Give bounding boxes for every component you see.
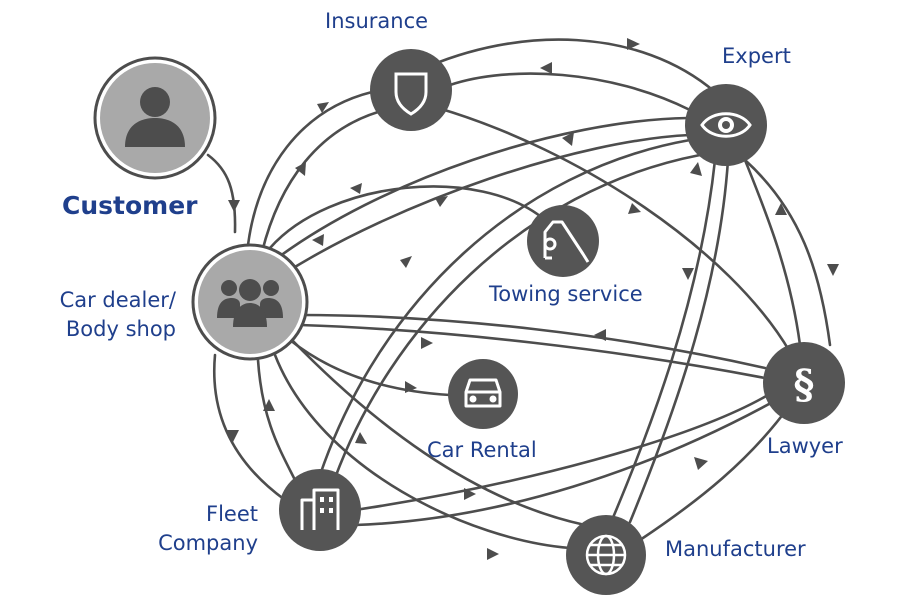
label-manufacturer: Manufacturer [665,537,806,561]
edge-dealer-lawyer [298,313,767,370]
node-dealer[interactable] [191,243,309,361]
label-expert: Expert [722,44,791,68]
node-fleet[interactable] [279,469,361,551]
edge-expert-fleet-1 [318,138,692,477]
arrow [295,162,306,176]
label-dealer: Car dealer/ Body shop [59,288,176,342]
edge-expert-lawyer-1 [743,158,832,347]
paragraph-icon: § [794,361,815,408]
node-rental[interactable] [448,359,518,429]
label-towing: Towing service [489,282,643,306]
arrow [405,381,417,393]
edge-dealer-fleet-1 [213,353,287,502]
arrow [350,183,362,194]
edge-dealer-insurance-2 [260,110,380,254]
arrow [317,102,329,113]
label-fleet: Fleet Company [158,502,258,556]
edge-lawyer-expert-2 [743,158,802,347]
node-towing[interactable] [527,205,599,277]
arrow [227,430,239,442]
arrow [435,196,448,207]
edge-dealer-fleet-2 [256,358,297,482]
node-expert[interactable] [685,84,767,166]
arrow [540,62,552,74]
arrow [682,268,694,280]
tow-truck-icon [543,220,590,263]
arrow [827,264,839,276]
arrow [421,337,433,349]
edge-insurance-lawyer [436,106,792,354]
label-lawyer: Lawyer [767,434,843,458]
group-icon [217,279,283,327]
arrow [594,329,606,341]
arrow [487,548,499,560]
arrow [627,38,640,50]
edge-dealer-manufacturer-1 [273,353,572,550]
arrow [355,432,367,444]
edge-lawyer-manufacturer [638,403,792,542]
edge-dealer-towing [268,185,547,250]
edge-manufacturer-expert [628,158,730,524]
label-customer: Customer [62,191,198,220]
node-lawyer[interactable]: § [763,342,845,424]
edge-lawyer-fleet [353,396,782,527]
arrow [228,200,240,212]
label-rental: Car Rental [427,438,537,462]
arrow [775,203,787,215]
edge-insurance-expert-top [418,38,717,94]
edge-lawyer-dealer [298,323,767,380]
car-icon [464,378,502,408]
edge-expert-insurance [448,72,692,112]
edge-dealer-expert-1 [270,116,690,264]
edge-fleet-lawyer [353,393,770,512]
node-customer[interactable] [93,56,217,180]
edge-dealer-insurance-1 [246,90,374,247]
edge-expert-manufacturer-1 [610,158,717,522]
arrow [312,234,324,246]
shield-icon [394,72,428,116]
edge-dealer-rental [288,338,452,397]
person-icon [125,87,185,147]
edge-customer-dealer [206,153,237,234]
node-insurance[interactable] [370,49,452,131]
edge-expert-fleet-2 [333,153,702,480]
building-icon [300,488,340,530]
arrow [694,457,708,470]
edge-dealer-manufacturer-2 [290,338,587,527]
arrow [628,203,641,214]
label-insurance: Insurance [325,9,429,33]
eye-icon [700,112,752,138]
node-manufacturer[interactable] [566,515,646,595]
arrow [464,488,476,500]
arrow [562,132,574,146]
edge-dealer-expert-2 [280,133,692,277]
arrow [400,256,412,268]
arrow [263,399,275,411]
globe-icon [585,534,627,576]
arrow [690,162,702,176]
